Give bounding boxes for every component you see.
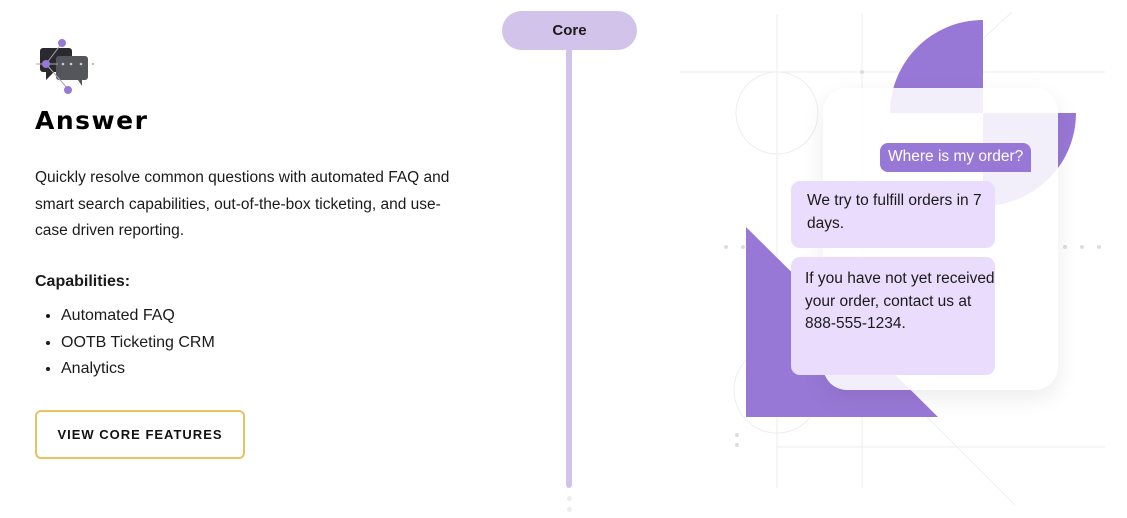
description: Quickly resolve common questions with au… bbox=[35, 169, 450, 239]
page-title: Answer bbox=[35, 106, 149, 135]
list-item: OOTB Ticketing CRM bbox=[61, 330, 215, 357]
user-message: Where is my order? bbox=[880, 143, 1032, 172]
timeline-dot bbox=[567, 496, 572, 501]
timeline-dot bbox=[567, 507, 572, 512]
tier-badge: Core bbox=[502, 11, 637, 50]
list-item: Automated FAQ bbox=[61, 303, 215, 330]
timeline-line bbox=[566, 48, 572, 488]
capabilities-list: Automated FAQ OOTB Ticketing CRM Analyti… bbox=[35, 303, 215, 383]
capabilities-label: Capabilities: bbox=[35, 273, 131, 290]
chat-bubbles-icon bbox=[36, 39, 95, 94]
bot-message: We try to fulfill orders in 7 days. bbox=[791, 181, 995, 248]
bot-message: If you have not yet received your order,… bbox=[791, 257, 995, 375]
list-item: Analytics bbox=[61, 356, 215, 383]
view-core-features-button[interactable]: VIEW CORE FEATURES bbox=[35, 410, 245, 459]
